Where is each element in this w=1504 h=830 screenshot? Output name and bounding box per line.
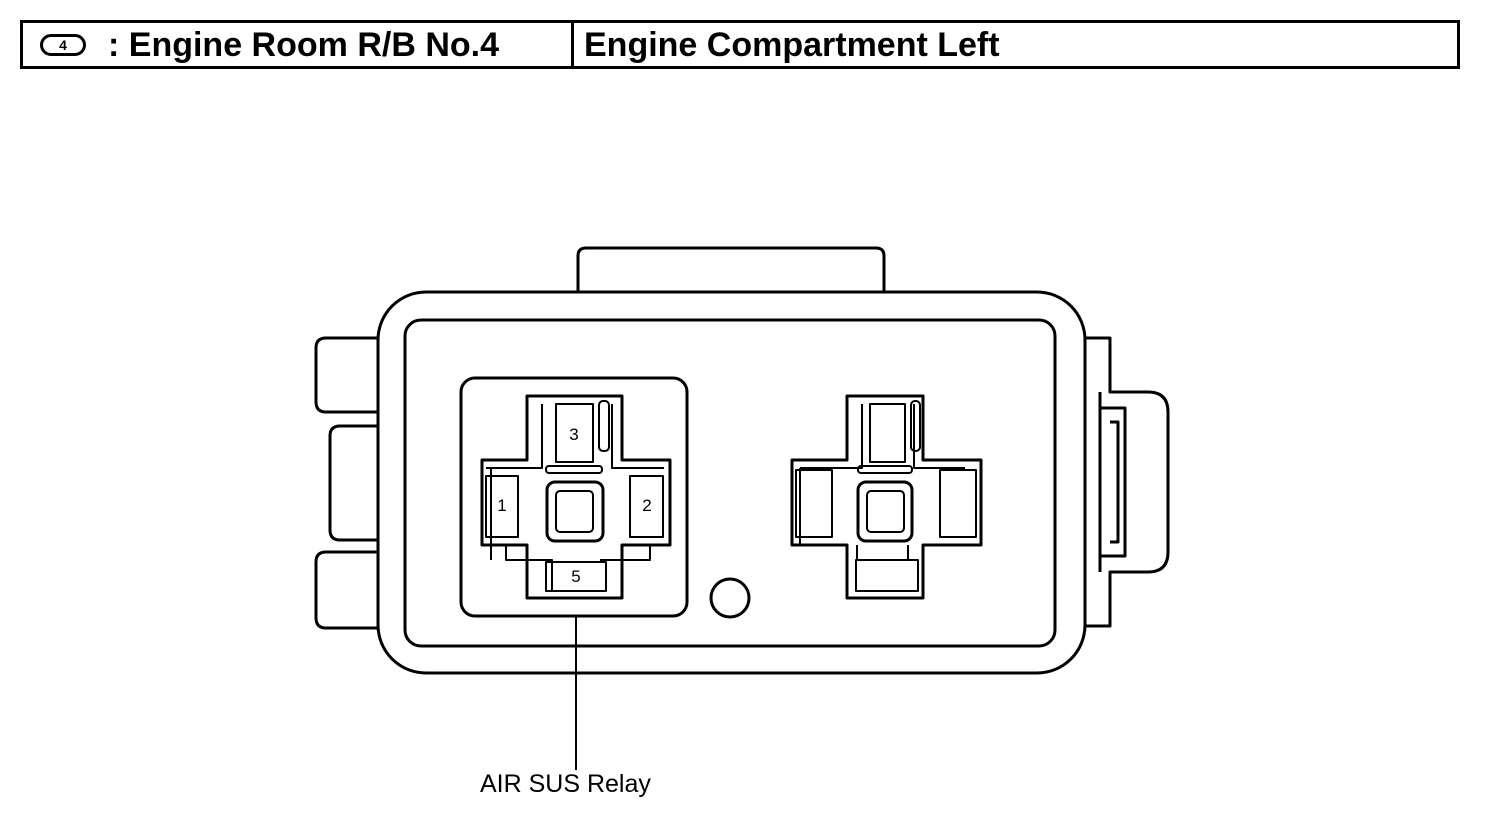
- left-tab-lower: [314, 550, 378, 630]
- pin-label-2: 2: [642, 496, 651, 515]
- air-sus-relay-callout: AIR SUS Relay: [480, 770, 651, 798]
- left-tab-upper: [314, 336, 378, 414]
- right-latch: [1085, 336, 1170, 628]
- location-title: : Engine Room R/B No.4: [108, 25, 499, 64]
- top-tab: [576, 246, 886, 292]
- relay-socket-unused: [790, 394, 983, 600]
- relay-socket-frame: [459, 376, 689, 618]
- pin-label-3: 3: [569, 425, 578, 444]
- locating-hole: [709, 577, 751, 619]
- header-position-cell: Engine Compartment Left: [574, 23, 1457, 66]
- relay-socket-air-sus: [480, 394, 672, 600]
- block-housing-outer: [376, 290, 1087, 675]
- block-housing-inner: [403, 318, 1057, 648]
- pin-label-1: 1: [497, 496, 506, 515]
- position-title: Engine Compartment Left: [584, 25, 1000, 64]
- connector-number-badge: 4: [40, 33, 86, 56]
- header-bar: 4 : Engine Room R/B No.4 Engine Compartm…: [20, 20, 1460, 69]
- left-tab-middle: [328, 424, 378, 542]
- header-location-cell: 4 : Engine Room R/B No.4: [23, 23, 574, 66]
- pin-label-5: 5: [571, 567, 580, 586]
